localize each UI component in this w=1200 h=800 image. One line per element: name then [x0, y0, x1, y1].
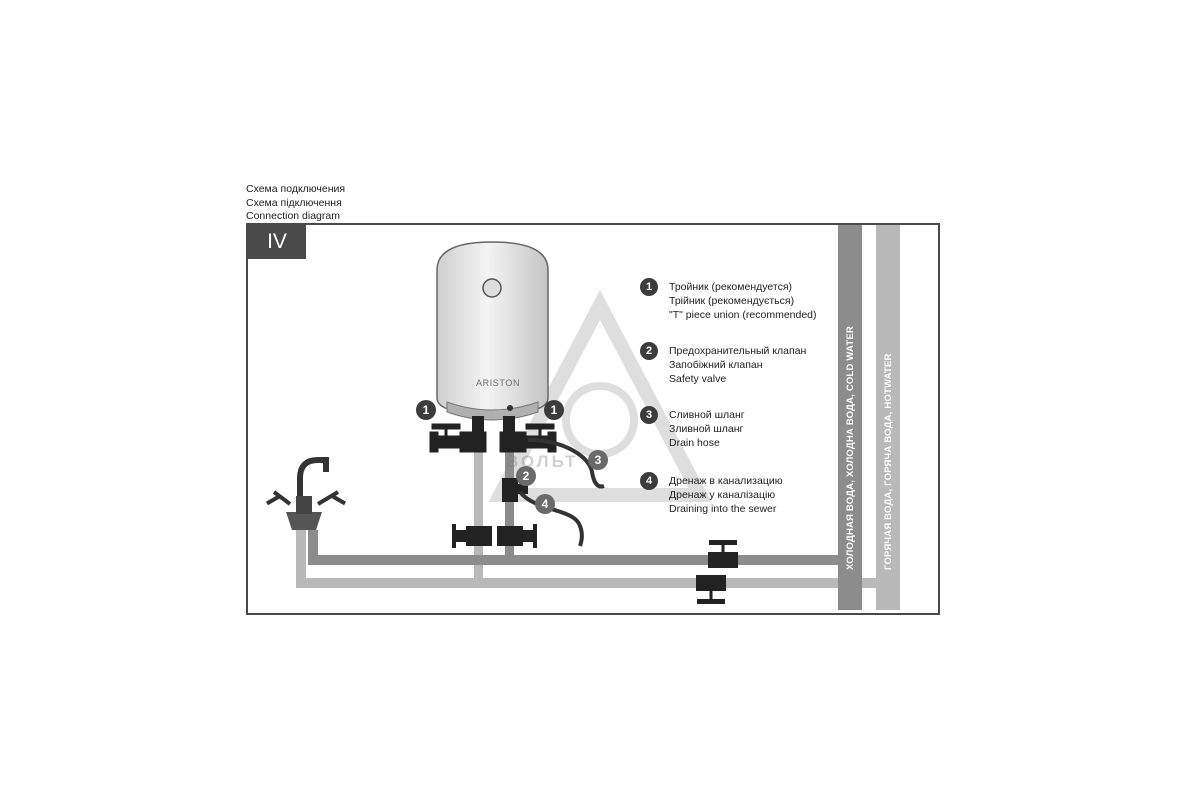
title-en: Connection diagram: [246, 210, 340, 222]
indicator-light-icon: [507, 405, 513, 411]
callout-safety-valve: 2: [516, 466, 536, 486]
legend-en: Drain hose: [669, 437, 720, 449]
legend-number: 3: [640, 406, 658, 424]
drain-hose: [527, 438, 605, 489]
heater-brand-label: ARISTON: [476, 378, 521, 388]
main-valve-hot: [696, 575, 726, 604]
callout-tee-left: 1: [416, 400, 436, 420]
callout-drain-hose: 3: [588, 450, 608, 470]
legend-ru: Тройник (рекомендуется): [669, 281, 793, 293]
legend-en: "T" piece union (recommended): [669, 309, 817, 321]
legend-number: 2: [640, 342, 658, 360]
water-heater: [436, 241, 549, 440]
mixer-tap-icon: [265, 457, 347, 530]
watermark-text: ВОЛЬТ: [506, 452, 579, 471]
cold-water-label: ХОЛОДНАЯ ВОДА, ХОЛОДНА ВОДА, COLD WATER: [845, 326, 856, 570]
callout-drain-sewer: 4: [535, 494, 555, 514]
legend-number: 4: [640, 472, 658, 490]
shutoff-valve-heater-hot: [452, 524, 492, 548]
legend-text: Тройник (рекомендуется) Трійник (рекомен…: [669, 280, 817, 322]
legend-ru: Предохранительный клапан: [669, 345, 807, 357]
diagram-title: Схема подключения Схема підключення Conn…: [246, 183, 345, 224]
callout-tee-right: 1: [544, 400, 564, 420]
safety-valve: [502, 478, 528, 502]
legend-en: Safety valve: [669, 373, 727, 385]
cold-water-pipe: [308, 225, 862, 610]
diagram-frame: IV: [246, 223, 940, 615]
legend-text: Предохранительный клапан Запобіжний клап…: [669, 344, 806, 386]
legend-uk: Запобіжний клапан: [669, 359, 763, 371]
legend-ru: Сливной шланг: [669, 409, 745, 421]
hot-water-pipe: [296, 225, 900, 610]
main-valve-cold: [708, 540, 738, 568]
legend-text: Сливной шланг Зливной шланг Drain hose: [669, 408, 745, 450]
legend-text: Дренаж в канализацию Дренаж у каналізаці…: [669, 474, 783, 516]
title-ru: Схема подключения: [246, 183, 346, 195]
thermostat-dial-icon: [482, 278, 502, 298]
hot-water-label: ГОРЯЧАЯ ВОДА, ГОРЯЧА ВОДА, HOTWATER: [883, 353, 894, 570]
section-label: IV: [248, 225, 306, 259]
legend-en: Draining into the sewer: [669, 503, 777, 515]
title-uk: Схема підключення: [246, 196, 342, 209]
legend-uk: Трійник (рекомендується): [669, 295, 795, 307]
legend-uk: Зливной шланг: [669, 423, 744, 435]
legend-ru: Дренаж в канализацию: [669, 475, 783, 487]
shutoff-valve-heater-cold: [497, 524, 537, 548]
legend-number: 1: [640, 278, 658, 296]
legend-uk: Дренаж у каналізацію: [669, 489, 776, 501]
tee-union-left: [429, 423, 487, 453]
